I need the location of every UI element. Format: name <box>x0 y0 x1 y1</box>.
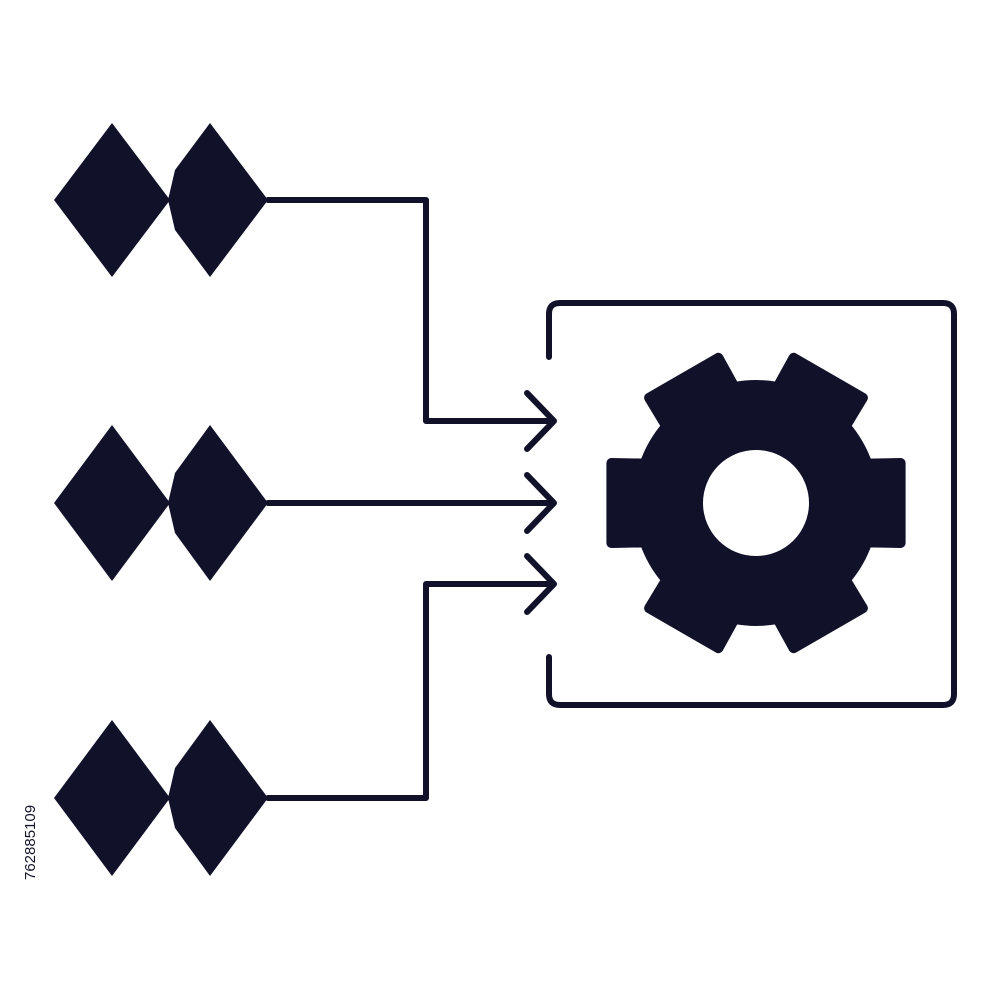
gear-hole <box>703 450 809 556</box>
input-group-top <box>54 123 268 277</box>
diamond-shape <box>168 720 268 876</box>
gear-icon <box>606 352 906 654</box>
connector-top <box>265 197 551 424</box>
diamond-shape <box>54 123 170 277</box>
diamond-shape <box>168 123 268 277</box>
diamond-shape <box>54 720 170 876</box>
process-box <box>546 300 957 708</box>
arrowhead-bottom <box>524 553 557 615</box>
stock-id-watermark: 762885109 <box>22 804 39 880</box>
input-group-bottom <box>54 720 268 876</box>
input-group-middle <box>54 425 268 581</box>
arrowhead-top <box>524 390 557 452</box>
diamond-shape <box>54 425 170 581</box>
arrowhead-middle <box>524 472 557 534</box>
connector-bottom <box>265 581 551 801</box>
diamond-shape <box>168 425 268 581</box>
